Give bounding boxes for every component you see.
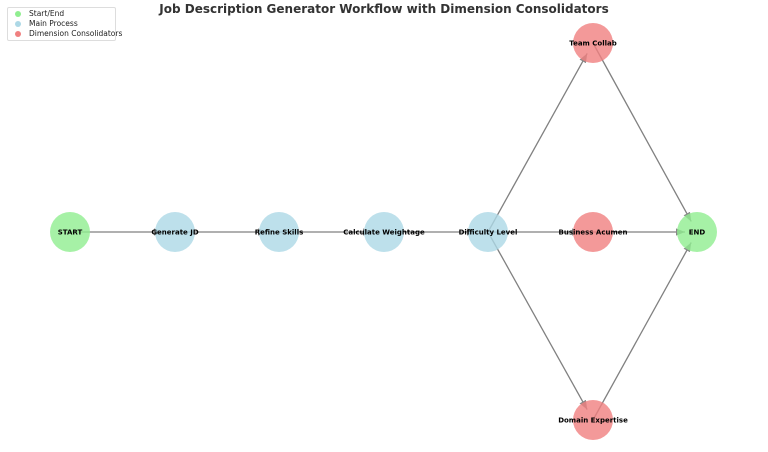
node-label: END [689,229,706,237]
chart-title: Job Description Generator Workflow with … [158,2,608,16]
node-biz[interactable]: Business Acumen [559,212,628,252]
legend-label: Main Process [29,19,78,28]
node-label: START [58,229,83,237]
node-label: Calculate Weightage [343,229,425,237]
edge-diff-to-team [487,53,588,233]
node-domain[interactable]: Domain Expertise [558,400,628,440]
node-label: Refine Skills [255,229,304,237]
legend-item-start-end: Start/End [8,9,115,19]
node-label: Difficulty Level [459,229,518,237]
legend-label: Start/End [29,9,65,18]
legend-marker [15,21,21,27]
node-circle [573,400,613,440]
node-circle [677,212,717,252]
node-circle [468,212,508,252]
legend: Start/End Main Process Dimension Consoli… [7,7,122,41]
edge-team-to-end [592,42,692,222]
node-refine[interactable]: Refine Skills [255,212,304,252]
node-label: Generate JD [151,229,199,237]
node-start[interactable]: START [50,212,90,252]
node-diff[interactable]: Difficulty Level [459,212,518,252]
node-calc[interactable]: Calculate Weightage [343,212,425,252]
node-end[interactable]: END [677,212,717,252]
legend-marker [15,31,21,37]
legend-item-main-process: Main Process [8,19,115,29]
node-label: Business Acumen [559,229,628,237]
node-circle [155,212,195,252]
edge-diff-to-domain [487,231,588,410]
legend-label: Dimension Consolidators [29,29,123,38]
node-circle [573,23,613,63]
node-label: Team Collab [569,40,617,48]
legend-item-dimension-consolidators: Dimension Consolidators [8,29,122,39]
node-circle [364,212,404,252]
node-circle [573,212,613,252]
node-label: Domain Expertise [558,417,628,425]
node-circle [50,212,90,252]
node-gen[interactable]: Generate JD [151,212,199,252]
edge-domain-to-end [592,242,692,421]
node-team[interactable]: Team Collab [569,23,617,63]
legend-marker [15,11,21,17]
node-circle [259,212,299,252]
